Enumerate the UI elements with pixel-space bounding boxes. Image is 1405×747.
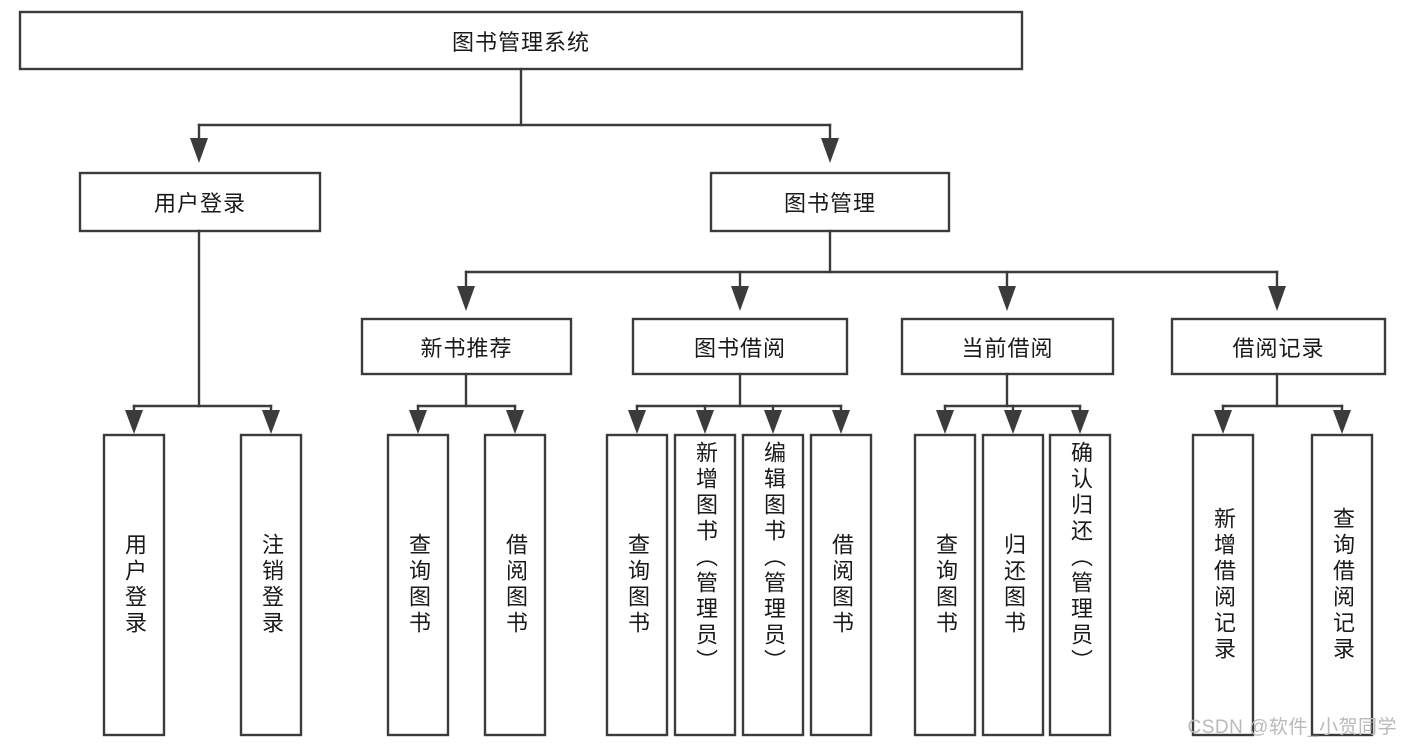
leaf-borrow-book-1-box[interactable] <box>483 433 547 737</box>
leaf-add-record-box[interactable] <box>1191 433 1255 737</box>
node-new-book-recommend-box[interactable] <box>360 317 573 376</box>
arrowhead-book-borrow <box>731 286 749 311</box>
leaf-return-book-box[interactable] <box>981 433 1045 737</box>
leaf-query-book-1-box[interactable] <box>386 433 450 737</box>
arrowhead-current-borrow <box>998 286 1016 311</box>
leaf-user-login-box[interactable] <box>102 433 166 737</box>
leaf-user-logout-box[interactable] <box>239 433 303 737</box>
leaf-query-book-2-box[interactable] <box>605 433 669 737</box>
arrowhead-book-management <box>821 138 839 163</box>
leaf-add-book-box[interactable] <box>673 433 737 737</box>
arrowhead-leaf-query-book-1 <box>409 410 427 434</box>
node-book-borrow-box[interactable] <box>631 317 849 376</box>
leaf-query-record-box[interactable] <box>1310 433 1374 737</box>
arrowhead-leaf-query-book-3 <box>936 410 954 434</box>
node-user-login-box[interactable] <box>78 171 322 233</box>
arrowhead-user-login <box>190 138 208 163</box>
arrowhead-leaf-query-record <box>1333 410 1351 434</box>
arrowhead-leaf-query-book-2 <box>628 410 646 434</box>
node-root-box[interactable] <box>18 10 1024 71</box>
node-borrow-record-box[interactable] <box>1170 317 1387 376</box>
arrowhead-leaf-edit-book <box>764 410 782 434</box>
arrowhead-borrow-record <box>1268 286 1286 311</box>
arrowhead-leaf-borrow-book-2 <box>832 410 850 434</box>
node-current-borrow-box[interactable] <box>900 317 1115 376</box>
arrowhead-leaf-borrow-book-1 <box>506 410 524 434</box>
arrowhead-leaf-user-login <box>125 410 143 434</box>
leaf-query-book-3-box[interactable] <box>913 433 977 737</box>
arrowhead-leaf-add-book <box>696 410 714 434</box>
node-book-management-box[interactable] <box>709 171 951 233</box>
arrowhead-leaf-user-logout <box>262 410 280 434</box>
arrowhead-leaf-add-record <box>1214 410 1232 434</box>
leaf-confirm-return-box[interactable] <box>1048 433 1112 737</box>
arrowhead-new-book-recommend <box>457 286 475 311</box>
leaf-edit-book-box[interactable] <box>741 433 805 737</box>
leaf-borrow-book-2-box[interactable] <box>809 433 873 737</box>
arrowhead-leaf-return-book <box>1004 410 1022 434</box>
arrowhead-leaf-confirm-return <box>1071 410 1089 434</box>
